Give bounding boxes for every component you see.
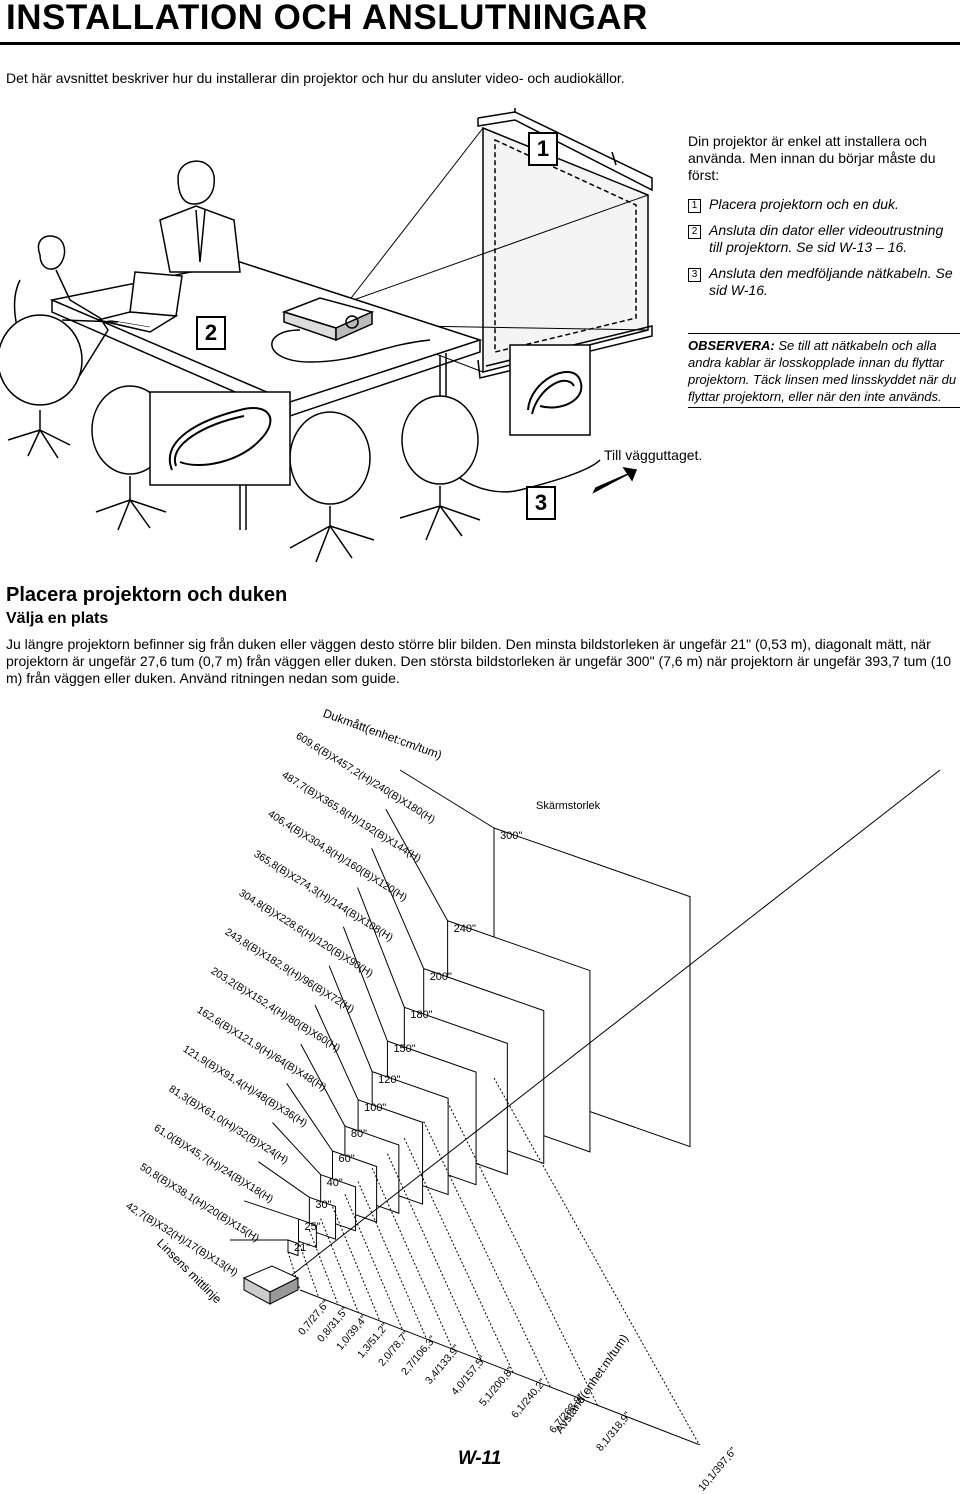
step-number: 3	[688, 268, 701, 282]
step-item: 3 Ansluta den medföljande nätkabeln. Se …	[688, 265, 960, 299]
distance-tick	[371, 1167, 454, 1350]
dimension-leader	[328, 965, 373, 1072]
mini-projector-icon	[242, 1265, 300, 1305]
dimension-leader	[244, 1200, 299, 1220]
distance-tick	[447, 1101, 599, 1407]
screen-diagonal-label: 200"	[429, 970, 452, 983]
dimension-leader	[342, 926, 388, 1042]
wall-outlet-label: Till vägguttaget.	[604, 447, 703, 463]
note-label: OBSERVERA:	[688, 338, 775, 353]
distance-tick	[357, 1181, 428, 1340]
screen-diagonal-label: 30"	[315, 1199, 332, 1212]
setup-illustration	[0, 108, 653, 563]
dimension-leader	[399, 769, 495, 829]
projection-screen	[477, 108, 653, 379]
distance-tick	[403, 1138, 514, 1374]
chair-icon	[399, 395, 481, 541]
arrow-icon	[592, 466, 638, 494]
screen-diagonal-label: 100"	[364, 1101, 387, 1114]
step-text: Placera projektorn och en duk.	[709, 196, 899, 212]
steps-panel: Din projektor är enkel att installera oc…	[688, 133, 960, 308]
screen-diagonal-label: 180"	[410, 1009, 433, 1022]
page-title: INSTALLATION OCH ANSLUTNINGAR	[6, 0, 648, 37]
lens-centerline	[287, 769, 941, 1279]
screen-diagonal-label: 80"	[350, 1128, 368, 1141]
step-badge-2: 2	[196, 316, 226, 350]
distance-tick	[344, 1194, 404, 1331]
screen-diagonal-label: 40"	[326, 1176, 343, 1189]
step-number: 2	[688, 225, 701, 239]
projector-icon	[281, 297, 375, 342]
dimension-leader	[300, 1043, 346, 1127]
throw-distance-diagram	[230, 769, 941, 1445]
distance-tick	[332, 1206, 381, 1322]
screen-size-label: Skärmstorlek	[536, 800, 601, 812]
section-body: Ju längre projektorn befinner sig från d…	[6, 636, 952, 686]
vga-cable-box	[149, 391, 291, 486]
steps-lead: Din projektor är enkel att installera oc…	[688, 133, 936, 183]
screen-diagonal-label: 240"	[453, 922, 476, 935]
screen-diagonal-label: 120"	[378, 1073, 401, 1086]
dimension-leader	[357, 887, 405, 1008]
step-item: 1 Placera projektorn och en duk.	[688, 196, 960, 213]
screen-diagonal-label: 60"	[338, 1153, 355, 1166]
dimension-leader	[314, 1004, 359, 1101]
note-box: OBSERVERA: Se till att nätkabeln och all…	[688, 333, 960, 408]
dimension-leader	[272, 1122, 322, 1176]
screen-diagonal-label: 21"	[294, 1242, 311, 1254]
signal-cable	[271, 329, 431, 363]
title-rule	[0, 42, 960, 45]
screen-diagonal-label: 25"	[304, 1221, 321, 1234]
screen-diagonal-label: 150"	[393, 1043, 416, 1056]
step-text: Ansluta den medföljande nätkabeln. Se si…	[709, 265, 953, 298]
step-badge-3: 3	[526, 486, 556, 520]
dimension-leader	[286, 1083, 333, 1152]
distance-label: 10,1/397,6"	[696, 1445, 740, 1494]
power-cord-box	[509, 344, 591, 436]
step-text: Ansluta din dator eller videoutrustning …	[709, 222, 944, 255]
step-item: 2 Ansluta din dator eller videoutrustnin…	[688, 222, 960, 256]
note-text: Se till att nätkabeln och alla andra kab…	[688, 338, 957, 404]
page-number: W-11	[458, 1448, 502, 1469]
intro-text: Det här avsnittet beskriver hur du insta…	[6, 70, 625, 86]
chair-icon	[289, 411, 375, 563]
distance-tick	[423, 1121, 552, 1388]
screen-outline	[297, 1218, 317, 1249]
section-heading: Placera projektorn och duken	[6, 584, 288, 606]
laptop-icon	[97, 271, 183, 333]
distance-tick	[298, 1241, 320, 1298]
standing-person-icon	[159, 160, 241, 273]
distance-tick	[308, 1229, 339, 1306]
distance-tick	[320, 1218, 360, 1314]
dimension-leader	[385, 808, 449, 922]
distance-axis	[299, 1289, 701, 1445]
screen-outline	[287, 1239, 299, 1257]
chair-icon	[0, 314, 83, 459]
section-subheading: Välja en plats	[6, 610, 109, 627]
screen-diagonal-label: 300"	[500, 830, 523, 842]
dimension-leader	[258, 1161, 310, 1198]
step-badge-1: 1	[528, 132, 558, 166]
dimension-leader	[371, 848, 425, 969]
step-number: 1	[688, 199, 701, 213]
